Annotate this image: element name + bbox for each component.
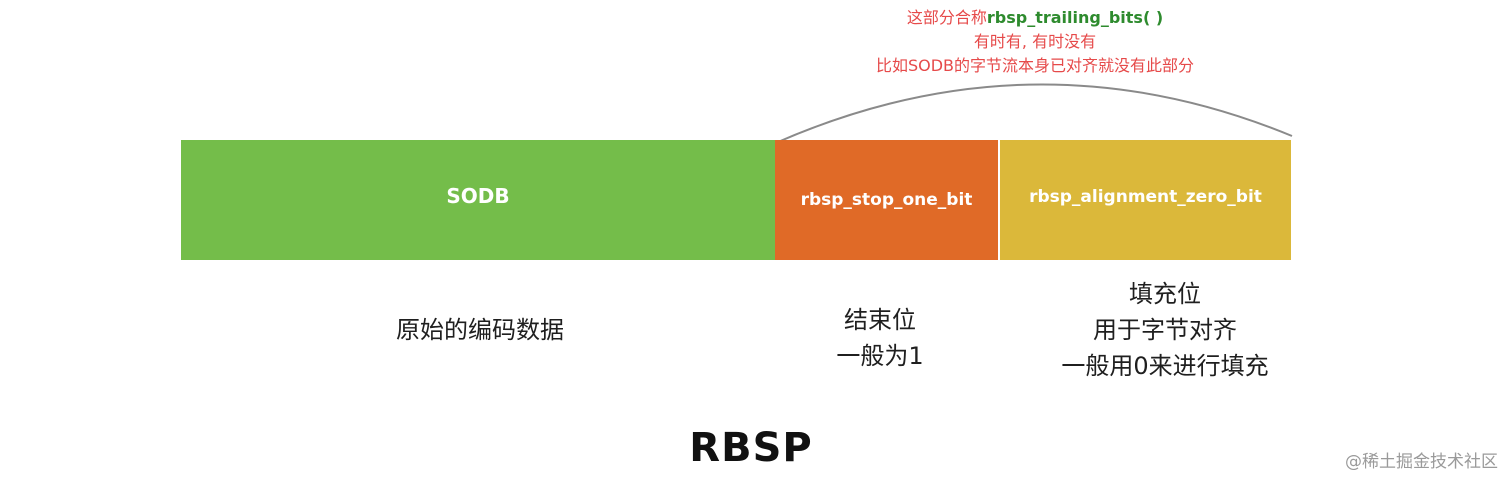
diagram-title: RBSP	[689, 425, 813, 471]
watermark: @稀土掘金技术社区	[1345, 452, 1498, 472]
arc-path	[777, 83, 1293, 143]
segment-sodb: SODB	[181, 140, 775, 260]
annotation-line-1: 这部分合称rbsp_trailing_bits( )	[780, 6, 1290, 30]
description-line: 结束位	[844, 306, 916, 334]
segment-stop-label: rbsp_stop_one_bit	[800, 190, 973, 210]
segment-sodb-label: SODB	[446, 184, 510, 208]
description-sodb: 原始的编码数据	[340, 312, 620, 348]
trailing-bits-arc	[777, 83, 1293, 143]
annotation-line-3: 比如SODB的字节流本身已对齐就没有此部分	[875, 56, 1195, 75]
annotation-term: rbsp_trailing_bits( )	[986, 8, 1164, 27]
description-line: 一般为1	[836, 342, 924, 370]
annotation-prefix: 这部分合称	[906, 8, 987, 27]
segment-stop-one-bit: rbsp_stop_one_bit	[775, 140, 998, 260]
description-line: 一般用0来进行填充	[1061, 352, 1269, 380]
description-stop-bit: 结束位 一般为1	[780, 302, 980, 374]
description-line: 原始的编码数据	[396, 316, 564, 344]
description-line: 填充位	[1129, 280, 1201, 308]
annotation-line-2: 有时有, 有时没有	[973, 32, 1097, 51]
description-line: 用于字节对齐	[1093, 316, 1237, 344]
trailing-bits-annotation: 这部分合称rbsp_trailing_bits( ) 有时有, 有时没有 比如S…	[780, 6, 1290, 78]
description-alignment-bits: 填充位 用于字节对齐 一般用0来进行填充	[1015, 276, 1315, 384]
segment-alignment-zero-bit: rbsp_alignment_zero_bit	[1000, 140, 1291, 260]
segment-align-label: rbsp_alignment_zero_bit	[1029, 187, 1262, 207]
